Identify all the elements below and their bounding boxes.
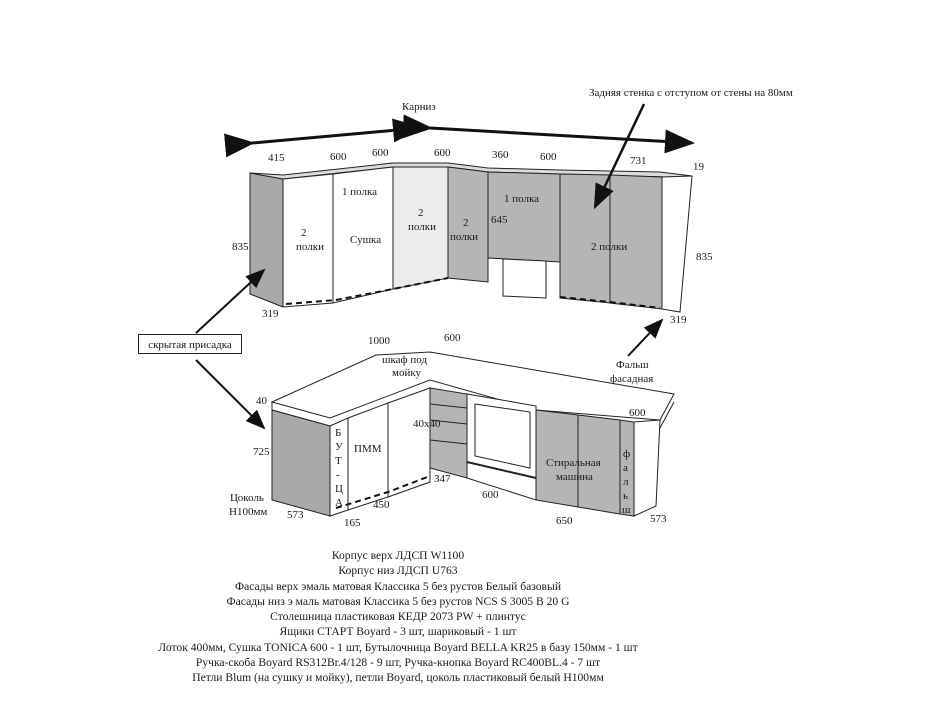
dim-base-depth-right: 573 — [650, 513, 667, 525]
spec-line: Ручка-скоба Boyard RS312Br.4/128 - 9 шт,… — [195, 656, 601, 670]
upper-dimensions: 415 600 600 600 360 600 731 19 835 835 3… — [232, 147, 713, 326]
lower-sink-cabinet — [387, 387, 431, 498]
label-bottle-4: - — [336, 469, 340, 481]
label-dryer: Сушка — [350, 234, 381, 246]
spec-line: Петли Blum (на сушку и мойку), петли Boy… — [192, 671, 604, 685]
dim-base-600-right: 600 — [629, 407, 646, 419]
dim-pmm-width: 450 — [373, 499, 390, 511]
spec-line: Фасады верх эмаль матовая Классика 5 без… — [234, 579, 562, 593]
cornice-arrow-left — [224, 118, 423, 158]
dim-upper-height-right: 835 — [696, 251, 713, 263]
dim-top-3: 600 — [372, 147, 389, 159]
label-2-shelves-corner-a: 2 — [418, 207, 424, 219]
label-filler-5: ш — [622, 504, 631, 516]
label-bottle-6: А — [335, 497, 343, 509]
dim-top-1: 415 — [268, 152, 285, 164]
spec-line: Фасады низ э маль матовая Классика 5 без… — [226, 594, 570, 608]
spec-line: Корпус низ ЛДСП U763 — [338, 564, 458, 578]
upper-facade-2-shelves-mid — [447, 166, 489, 283]
hidden-mount-arrow-lower — [195, 359, 266, 430]
dim-upper-depth-left: 319 — [262, 308, 279, 320]
plinth-label-b: Н100мм — [229, 506, 267, 518]
label-bottle-1: Б — [335, 427, 341, 439]
spec-line: Ящики СТАРТ Boyard - 3 шт, шариковый - 1… — [279, 625, 517, 639]
lower-facade-labels: шкаф под мойку Б У Т - Ц А ПММ 40х40 Сти… — [335, 354, 631, 516]
dim-top-6: 600 — [540, 151, 557, 163]
upper-dashed-bottom-right — [559, 296, 661, 309]
lower-drawer-unit — [429, 387, 468, 479]
label-2-shelves-mid-a: 2 — [463, 217, 469, 229]
dim-base-height: 725 — [253, 446, 270, 458]
label-filler-3: л — [623, 476, 629, 488]
dim-bottle-width: 165 — [344, 517, 361, 529]
label-sink-cabinet-b: мойку — [392, 367, 422, 379]
upper-left-side-panel — [249, 172, 284, 308]
hidden-mount-arrow-upper — [195, 268, 266, 334]
hood-gap — [502, 258, 547, 299]
label-bottle-5: Ц — [335, 483, 343, 495]
label-dishwasher: ПММ — [354, 443, 382, 455]
lower-left-side-panel — [271, 409, 331, 517]
label-bottle-2: У — [335, 441, 343, 453]
label-filler-2: а — [623, 462, 628, 474]
lower-cabinets — [270, 351, 675, 517]
dim-top-8: 19 — [693, 161, 705, 173]
dim-top-7: 731 — [630, 155, 647, 167]
false-facade-label-a: Фальш — [616, 359, 649, 371]
lower-dashed-plinth — [335, 475, 431, 509]
cornice-arrow-right — [402, 114, 695, 154]
cornice-label: Карниз — [402, 101, 436, 113]
dim-base-600-top: 600 — [444, 332, 461, 344]
back-wall-label: Задняя стенка с отступом от стены на 80м… — [589, 87, 793, 99]
upper-cabinets — [249, 162, 693, 313]
spec-line: Лоток 400мм, Сушка TONICA 600 - 1 шт, Бу… — [158, 640, 638, 654]
label-washing-machine-b: машина — [556, 471, 593, 483]
dim-wm-width: 650 — [556, 515, 573, 527]
lower-right-end-panel — [633, 419, 661, 517]
label-filler-4: ь — [623, 490, 628, 502]
dim-base-depth-left: 573 — [287, 509, 304, 521]
lower-dishwasher — [347, 402, 389, 511]
upper-dashed-bottom-left — [285, 277, 449, 305]
dim-base-1000: 1000 — [368, 335, 391, 347]
upper-right-end-panel — [661, 175, 693, 313]
label-filler-1: ф — [623, 448, 630, 460]
label-bottle-3: Т — [335, 455, 342, 467]
dim-top-2: 600 — [330, 151, 347, 163]
lower-dimensions: 1000 600 40 725 573 573 600 165 450 347 … — [253, 332, 667, 529]
hidden-mount-callout: скрытая присадка — [138, 334, 242, 354]
label-2-shelves-corner-b: полки — [408, 221, 436, 233]
dim-top-5: 360 — [492, 149, 509, 161]
plinth-label-a: Цоколь — [230, 492, 264, 504]
dim-upper-height-left: 835 — [232, 241, 249, 253]
label-sink-cabinet-a: шкаф под — [382, 354, 427, 366]
dim-countertop-40: 40 — [256, 395, 268, 407]
false-facade-arrow — [627, 318, 664, 357]
dim-upper-depth-right: 319 — [670, 314, 687, 326]
label-1-shelf-right: 1 полка — [504, 193, 539, 205]
hidden-mount-label: скрытая присадка — [148, 339, 232, 351]
dim-drawer-height: 347 — [434, 473, 451, 485]
false-facade-label-b: фасадная — [610, 373, 653, 385]
back-wall-arrow — [593, 103, 646, 210]
label-washing-machine-a: Стиральная — [546, 457, 601, 469]
dim-oven-width: 600 — [482, 489, 499, 501]
specifications: Корпус верх ЛДСП W1100 Корпус низ ЛДСП U… — [0, 548, 796, 686]
label-2-shelves-left-b: полки — [296, 241, 324, 253]
kitchen-drawing: Карниз 415 600 600 600 360 600 731 — [195, 87, 793, 529]
label-2-shelves-mid-b: полки — [450, 231, 478, 243]
dim-hood-gap: 645 — [491, 214, 508, 226]
spec-line: Корпус верх ЛДСП W1100 — [331, 549, 465, 562]
spec-line: Столешница пластиковая КЕДР 2073 PW + пл… — [270, 610, 526, 624]
label-drawer-box: 40х40 — [413, 418, 441, 430]
label-2-shelves-right: 2 полки — [591, 241, 627, 253]
upper-facade-labels: 2 полки 1 полка Сушка 2 полки 2 полки 1 … — [296, 186, 627, 253]
label-2-shelves-left-a: 2 — [301, 227, 307, 239]
label-1-shelf-dryer: 1 полка — [342, 186, 377, 198]
dim-top-4: 600 — [434, 147, 451, 159]
